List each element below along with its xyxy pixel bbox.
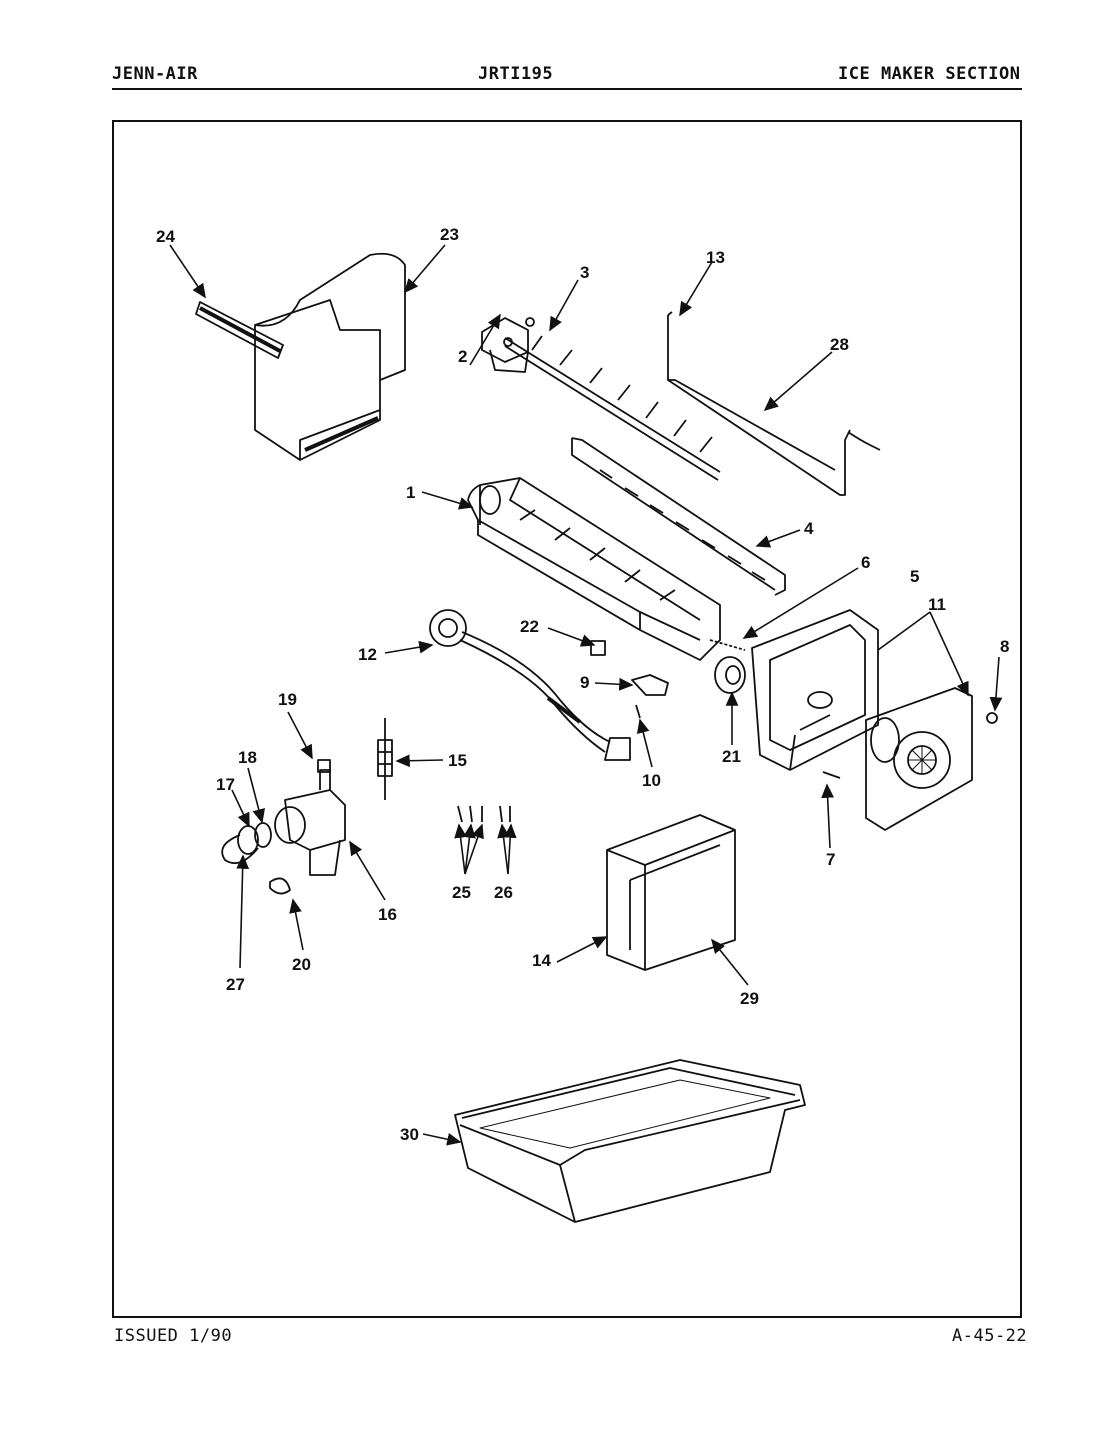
callout-23: 23 <box>440 225 459 244</box>
part-strip-24 <box>195 301 284 359</box>
part-cover-23 <box>254 252 406 461</box>
callout-17: 17 <box>216 775 235 794</box>
callout-9: 9 <box>580 673 589 692</box>
part-harness-12 <box>429 609 631 761</box>
part-clip-22 <box>590 640 606 656</box>
callout-18: 18 <box>238 748 257 767</box>
part-screw-8 <box>986 712 998 724</box>
part-gear-21 <box>714 656 746 694</box>
part-screw-10 <box>635 704 641 719</box>
callout-10: 10 <box>642 771 661 790</box>
callout-7: 7 <box>826 850 835 869</box>
callout-13: 13 <box>706 248 725 267</box>
part-screws-25 <box>457 805 483 823</box>
issued-date: ISSUED 1/90 <box>114 1326 233 1346</box>
callout-28: 28 <box>830 335 849 354</box>
callout-27: 27 <box>226 975 245 994</box>
callout-24: 24 <box>156 227 175 246</box>
callout-20: 20 <box>292 955 311 974</box>
callout-8: 8 <box>1000 637 1009 656</box>
part-screw-7 <box>822 771 841 779</box>
page-code: A-45-22 <box>952 1326 1028 1346</box>
part-screws-26 <box>499 805 511 823</box>
callout-22: 22 <box>520 617 539 636</box>
callout-3: 3 <box>580 263 589 282</box>
model-label: JRTI195 <box>478 64 554 84</box>
part-clamp-20 <box>269 877 291 895</box>
brand-label: JENN-AIR <box>112 64 198 84</box>
callout-26: 26 <box>494 883 513 902</box>
callout-12: 12 <box>358 645 377 664</box>
header-rule <box>112 88 1022 90</box>
callout-15: 15 <box>448 751 467 770</box>
part-nut-19 <box>317 759 331 773</box>
part-ejector-3 <box>503 335 721 481</box>
part-pad-14-29 <box>606 814 736 971</box>
part-bracket-2 <box>481 317 535 373</box>
part-housing-5 <box>751 609 879 771</box>
callout-2: 2 <box>458 347 467 366</box>
part-motor-plate-11 <box>865 687 973 831</box>
diagram-frame <box>112 120 1022 1318</box>
part-fitting-15 <box>377 718 393 800</box>
part-spring-6 <box>709 639 746 651</box>
callout-6: 6 <box>861 553 870 572</box>
part-shield-13-28 <box>667 311 881 496</box>
callout-21: 21 <box>722 747 741 766</box>
callout-19: 19 <box>278 690 297 709</box>
callout-30: 30 <box>400 1125 419 1144</box>
part-ice-bucket-30 <box>454 1059 806 1223</box>
callout-1: 1 <box>406 483 415 502</box>
part-bracket-9 <box>631 674 669 696</box>
section-title: ICE MAKER SECTION <box>838 64 1021 84</box>
part-valve-16 <box>274 769 346 876</box>
part-rake-4 <box>571 437 786 596</box>
callout-5: 5 <box>910 567 919 586</box>
callout-4: 4 <box>804 519 814 538</box>
part-mold-1 <box>467 477 721 661</box>
callout-11: 11 <box>928 595 946 614</box>
callout-25: 25 <box>452 883 471 902</box>
callout-14: 14 <box>532 951 551 970</box>
callout-16: 16 <box>378 905 397 924</box>
callout-29: 29 <box>740 989 759 1008</box>
